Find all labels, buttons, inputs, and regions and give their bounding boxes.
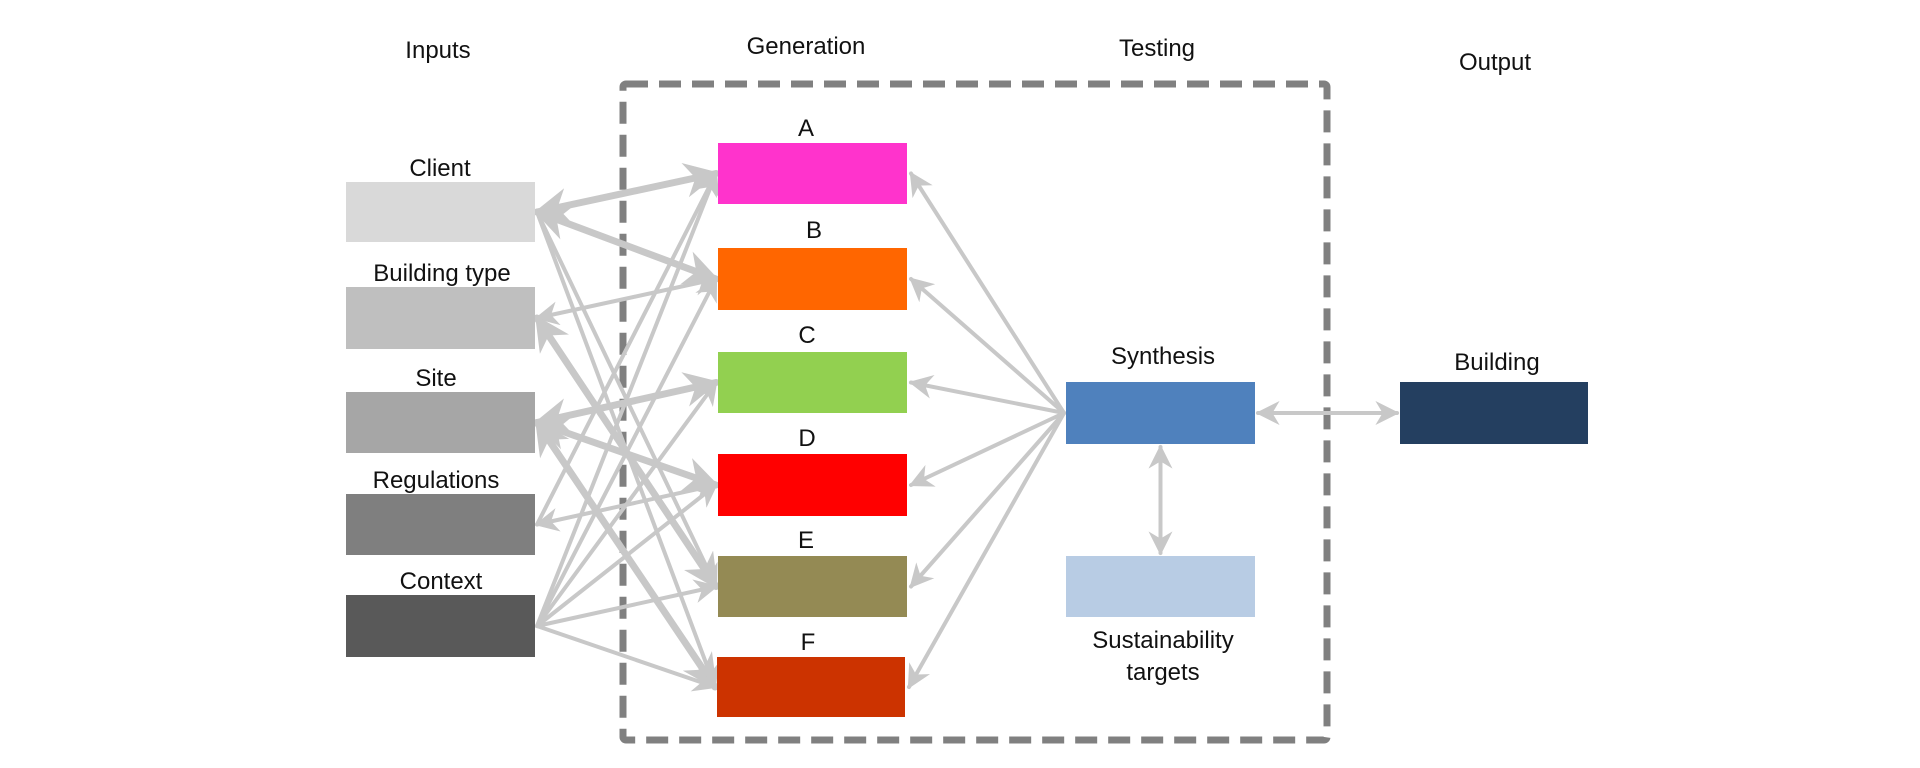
edge-regulations-to-a	[535, 171, 718, 527]
building-label: Building	[1454, 349, 1539, 376]
edge-client-to-a	[533, 163, 720, 223]
input-box-regulations[interactable]	[346, 494, 535, 555]
generation-label-c: C	[798, 322, 815, 349]
generation-box-a[interactable]	[718, 143, 907, 204]
generation-group: A B C D E F	[717, 115, 907, 717]
edge-synthesis-to-b	[909, 277, 1066, 415]
generation-box-f[interactable]	[717, 657, 905, 717]
generation-label-a: A	[798, 115, 814, 142]
edge-synthesis-to-f	[907, 411, 1066, 690]
edge-context-to-d	[535, 483, 718, 628]
input-label-building-type: Building type	[373, 260, 510, 287]
generation-label-f: F	[801, 629, 816, 656]
synthesis-label: Synthesis	[1111, 343, 1215, 370]
input-label-site: Site	[415, 365, 456, 392]
edge-client-to-b	[533, 206, 720, 285]
generation-box-b[interactable]	[718, 248, 907, 310]
edge-synthesis-to-c	[908, 374, 1066, 415]
edge-building-type-to-b	[534, 271, 719, 326]
input-box-building-type[interactable]	[346, 287, 535, 349]
generation-label-b: B	[806, 217, 822, 244]
edge-context-to-a	[535, 171, 720, 628]
input-box-site[interactable]	[346, 392, 535, 453]
generation-label-e: E	[798, 527, 814, 554]
output-column-header: Output	[1459, 49, 1531, 76]
inputs-group: Client Building type Site Regulations Co…	[346, 155, 535, 657]
generation-box-c[interactable]	[718, 352, 907, 413]
generation-label-d: D	[798, 425, 815, 452]
edge-synthesis-to-d	[908, 411, 1066, 487]
input-label-regulations: Regulations	[373, 467, 500, 494]
inputs-column-header: Inputs	[405, 37, 470, 64]
testing-column-header: Testing	[1119, 35, 1195, 62]
edge-context-to-e	[535, 579, 719, 628]
input-box-client[interactable]	[346, 182, 535, 242]
edge-context-to-c	[535, 380, 718, 628]
sustainability-targets-box[interactable]	[1066, 556, 1255, 617]
edge-synthesis-to-a	[909, 171, 1066, 415]
edges-layer	[533, 163, 1400, 692]
sustainability-label-line2: targets	[1126, 659, 1199, 686]
generation-box-d[interactable]	[718, 454, 907, 516]
synthesis-box[interactable]	[1066, 382, 1255, 444]
edge-context-to-f	[535, 624, 718, 692]
input-label-context: Context	[400, 568, 483, 595]
input-box-context[interactable]	[346, 595, 535, 657]
edge-context-to-b	[535, 276, 718, 628]
edge-synthesis-to-e	[909, 411, 1066, 589]
generation-box-e[interactable]	[718, 556, 907, 617]
sustainability-label-line1: Sustainability	[1092, 627, 1233, 654]
input-label-client: Client	[409, 155, 471, 182]
generation-column-header: Generation	[747, 33, 866, 60]
building-box[interactable]	[1400, 382, 1588, 444]
